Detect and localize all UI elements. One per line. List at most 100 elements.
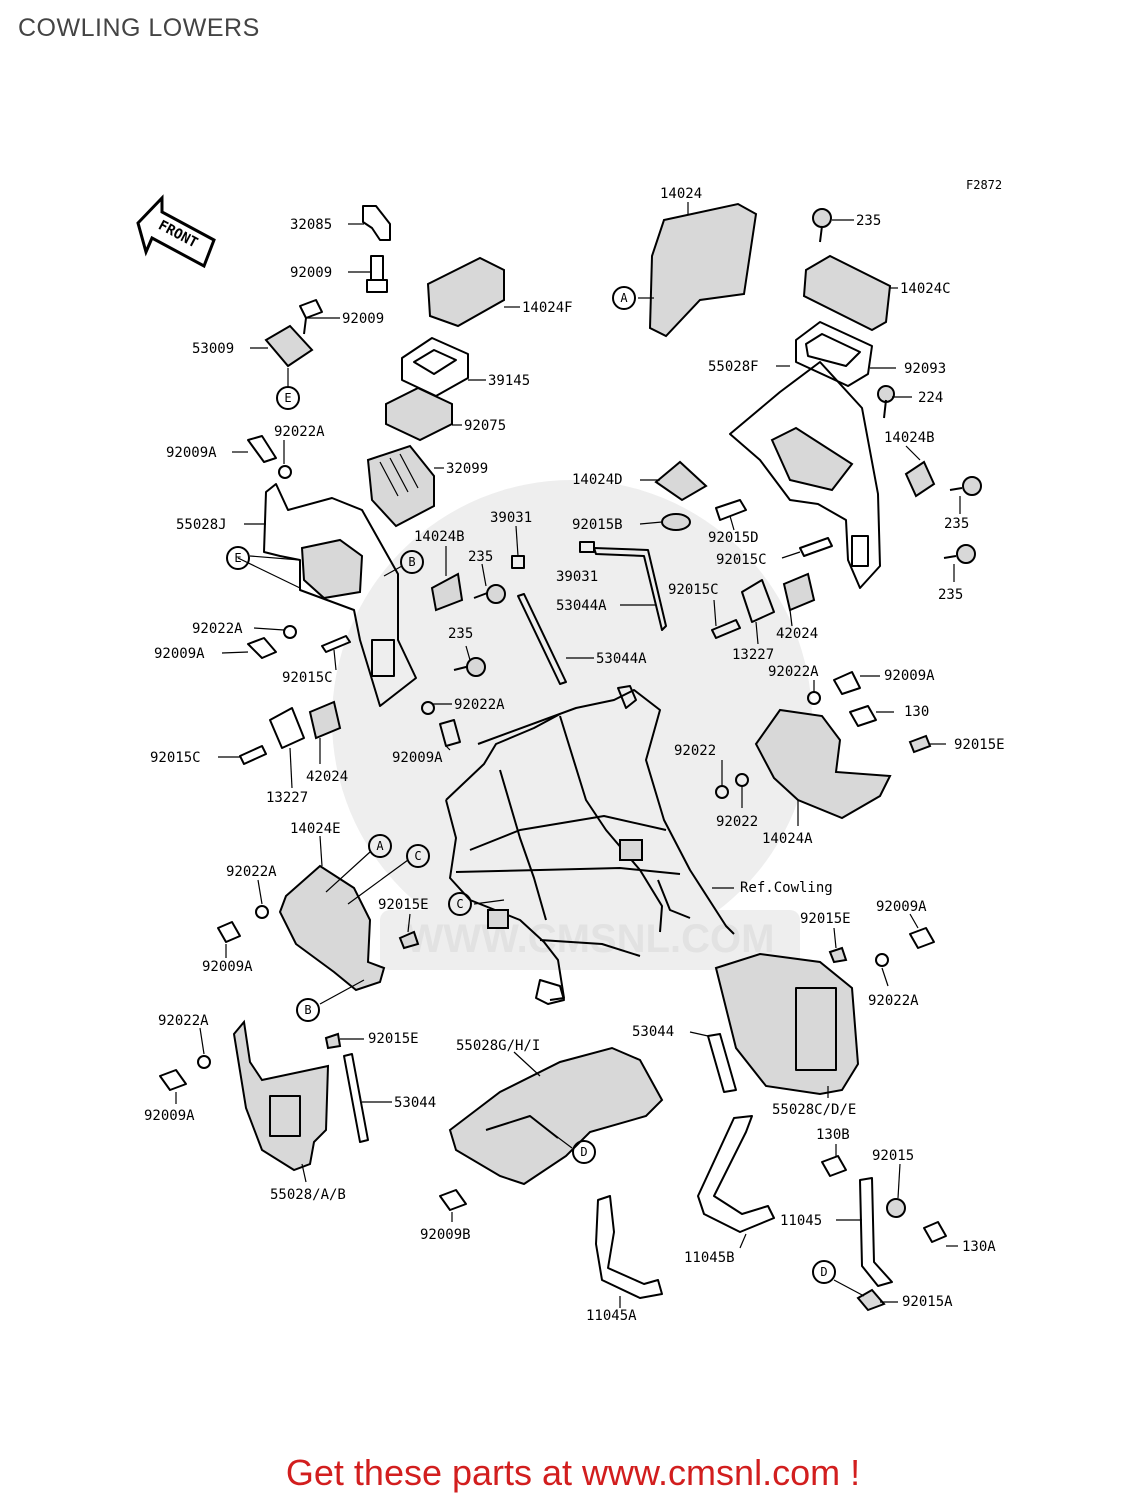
- label-92015C: 92015C: [150, 750, 201, 766]
- label-32099: 32099: [446, 461, 488, 477]
- label-92009B: 92009B: [420, 1227, 471, 1243]
- label-53044A: 53044A: [596, 651, 647, 667]
- label-92022A: 92022A: [454, 697, 505, 713]
- label-53009: 53009: [192, 341, 234, 357]
- grommet-13227-right: [741, 579, 775, 623]
- label-55028F: 55028F: [708, 359, 759, 375]
- label-14024: 14024: [660, 186, 702, 202]
- callout-d-right: D: [812, 1260, 836, 1284]
- label-92015E: 92015E: [800, 911, 851, 927]
- panel-55028J: [263, 483, 417, 707]
- svg-text:D: D: [820, 1265, 827, 1279]
- label-92009: 92009: [342, 311, 384, 327]
- label-92009A: 92009A: [144, 1108, 195, 1124]
- svg-text:C: C: [456, 897, 463, 911]
- front-arrow-icon: FRONT: [136, 194, 216, 269]
- bolt-92009A-lower-right: [909, 927, 935, 949]
- washer-92022A-top: [278, 465, 292, 479]
- clip-92015E-lower-right: [828, 946, 848, 964]
- label-92009A: 92009A: [166, 445, 217, 461]
- svg-text:A: A: [620, 291, 628, 305]
- clip-92015E-right: [908, 734, 932, 754]
- cover-14024C: [802, 254, 892, 332]
- label-11045B: 11045B: [684, 1250, 735, 1266]
- bolt-235-right-a: [949, 476, 982, 496]
- grommet-13227-left: [269, 707, 305, 749]
- label-92022A: 92022A: [226, 864, 277, 880]
- washer-92022A-bottom-left: [197, 1055, 211, 1069]
- bracket-14024B-left: [430, 572, 464, 612]
- clip-92015E-lower-left: [324, 1032, 342, 1050]
- label-42024: 42024: [776, 626, 818, 642]
- bracket-11045B: [697, 1115, 775, 1233]
- label-14024E: 14024E: [290, 821, 341, 837]
- panel-55028AB: [232, 1019, 330, 1172]
- label-92015B: 92015B: [572, 517, 623, 533]
- label-11045A: 11045A: [586, 1308, 637, 1324]
- label-53044: 53044: [394, 1095, 436, 1111]
- washer-92022A-mid: [421, 701, 435, 715]
- bracket-32085: [362, 205, 391, 241]
- clip-92015C-left-lower: [239, 745, 267, 765]
- svg-text:B: B: [408, 555, 415, 569]
- label-92015D: 92015D: [708, 530, 759, 546]
- label-39145: 39145: [488, 373, 530, 389]
- strip-53044-left: [343, 1053, 369, 1143]
- grommet-42024-right: [782, 572, 816, 612]
- label-92009A: 92009A: [202, 959, 253, 975]
- label-235: 235: [938, 587, 963, 603]
- bolt-130B: [821, 1155, 847, 1177]
- grommet-92015B: [661, 513, 691, 531]
- clip-92015C-right-upper: [799, 537, 833, 557]
- label-224: 224: [918, 390, 943, 406]
- label-92015A: 92015A: [902, 1294, 953, 1310]
- label-39031: 39031: [490, 510, 532, 526]
- label-92022A: 92022A: [192, 621, 243, 637]
- figure-code: F2872: [966, 178, 1003, 192]
- seal-39145: [401, 337, 469, 397]
- label-92009A: 92009A: [884, 668, 935, 684]
- label-92009A: 92009A: [154, 646, 205, 662]
- label-92075: 92075: [464, 418, 506, 434]
- panel-14024: [648, 202, 758, 338]
- label-ref-cowling: Ref.Cowling: [740, 880, 833, 896]
- hinge-53009: [264, 324, 314, 368]
- label-235: 235: [944, 516, 969, 532]
- label-92022A: 92022A: [768, 664, 819, 680]
- strip-53044-right: [707, 1033, 737, 1093]
- callout-b-lower: B: [296, 998, 320, 1022]
- clip-92015D: [715, 499, 747, 521]
- label-92015: 92015: [872, 1148, 914, 1164]
- callout-a-lower: A: [368, 834, 392, 858]
- panel-14024A: [754, 708, 892, 820]
- clip-92015E-center: [398, 930, 420, 950]
- label-13227: 13227: [266, 790, 308, 806]
- label-92022A: 92022A: [868, 993, 919, 1009]
- pad-92075: [385, 386, 453, 442]
- bolt-92009A-lower-left: [217, 921, 241, 943]
- washer-92022A-left: [283, 625, 297, 639]
- footer-promo-text[interactable]: Get these parts at www.cmsnl.com !: [285, 1452, 861, 1493]
- bracket-11045A: [595, 1195, 663, 1299]
- label-92015E: 92015E: [378, 897, 429, 913]
- label-130: 130: [904, 704, 929, 720]
- bolt-92009-a: [366, 255, 388, 293]
- bolt-92009A-mid: [439, 719, 461, 747]
- bracket-11045: [859, 1177, 893, 1287]
- strip-53044A-a: [593, 547, 667, 631]
- bolt-92009A-right: [833, 671, 861, 695]
- duct-32099: [366, 444, 435, 528]
- label-92015E: 92015E: [954, 737, 1005, 753]
- label-130A: 130A: [962, 1239, 996, 1255]
- svg-text:A: A: [376, 839, 384, 853]
- bolt-92009B: [439, 1189, 467, 1211]
- page-title: COWLING LOWERS: [18, 14, 260, 42]
- bolt-130: [849, 705, 877, 727]
- label-55028AB: 55028/A/B: [270, 1187, 346, 1203]
- label-55028CDE: 55028C/D/E: [772, 1102, 856, 1118]
- label-53044A: 53044A: [556, 598, 607, 614]
- label-39031: 39031: [556, 569, 598, 585]
- washer-92022A-lower-left: [255, 905, 269, 919]
- bolt-235-left-lower: [453, 657, 486, 677]
- label-92009A: 92009A: [392, 750, 443, 766]
